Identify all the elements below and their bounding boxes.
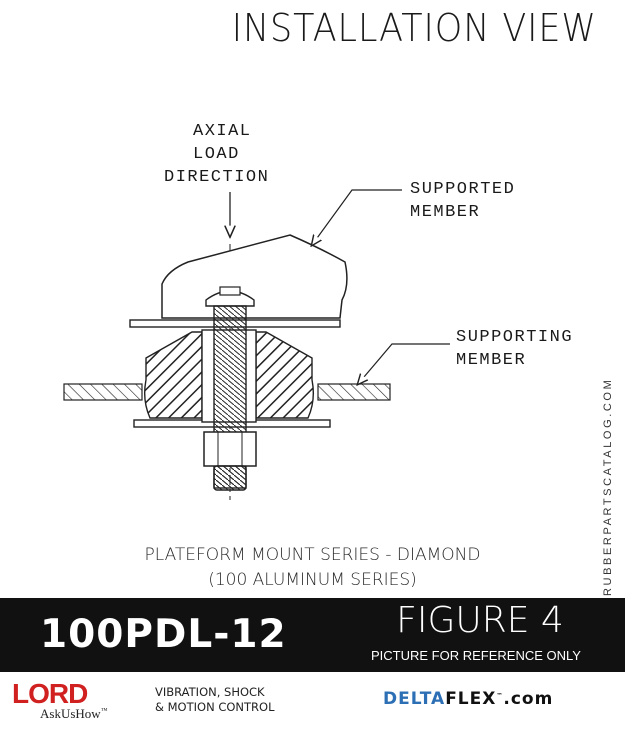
supported-label-2: MEMBER [410, 203, 481, 222]
vibration-text: VIBRATION, SHOCK & MOTION CONTROL [155, 685, 274, 715]
lord-logo[interactable]: LORD [12, 678, 88, 709]
supporting-leader [358, 343, 450, 384]
supported-member [161, 234, 348, 319]
vibration-line-1: VIBRATION, SHOCK [155, 685, 265, 699]
supporting-member-plate [63, 383, 391, 401]
rubber-element-left [143, 331, 203, 419]
rubber-element-right [255, 331, 315, 419]
screw-tip [213, 465, 247, 491]
axial-label-1: AXIAL [193, 122, 252, 141]
banner: 100PDL-12 FIGURE 4 PICTURE FOR REFERENCE… [0, 598, 625, 672]
axial-label-3: DIRECTION [164, 168, 270, 187]
vibration-line-2: & MOTION CONTROL [155, 700, 275, 714]
page-title: INSTALLATION VIEW [231, 6, 597, 50]
delta-tm: ™ [496, 692, 504, 700]
supported-label-1: SUPPORTED [410, 180, 516, 199]
lord-wordmark: LORD [12, 678, 88, 709]
screw-slot [219, 286, 241, 296]
flex-part: FLEX [445, 689, 497, 709]
footer: LORD AskUsHow™ VIBRATION, SHOCK & MOTION… [0, 672, 625, 729]
axial-label-2: LOAD [193, 145, 240, 164]
caption-line-2: (100 ALUMINUM SERIES) [208, 570, 417, 590]
figure-label: FIGURE 4 [396, 600, 564, 641]
nut [203, 431, 257, 467]
lord-tm: ™ [100, 706, 108, 715]
reference-note: PICTURE FOR REFERENCE ONLY [371, 648, 581, 663]
supporting-label-2: MEMBER [456, 351, 527, 370]
supported-leader [312, 189, 402, 245]
delta-part: DELTA [383, 689, 446, 709]
dotcom-part: .com [503, 689, 554, 709]
lord-tagline-text: AskUsHow [40, 706, 101, 721]
lord-tagline: AskUsHow™ [40, 706, 108, 722]
part-number: 100PDL-12 [40, 612, 287, 657]
supporting-label-1: SUPPORTING [456, 328, 574, 347]
caption-line-1: PLATEFORM MOUNT SERIES - DIAMOND [144, 545, 481, 565]
installation-drawing [63, 189, 450, 500]
deltaflex-logo[interactable]: DELTAFLEX™.com [383, 689, 553, 709]
